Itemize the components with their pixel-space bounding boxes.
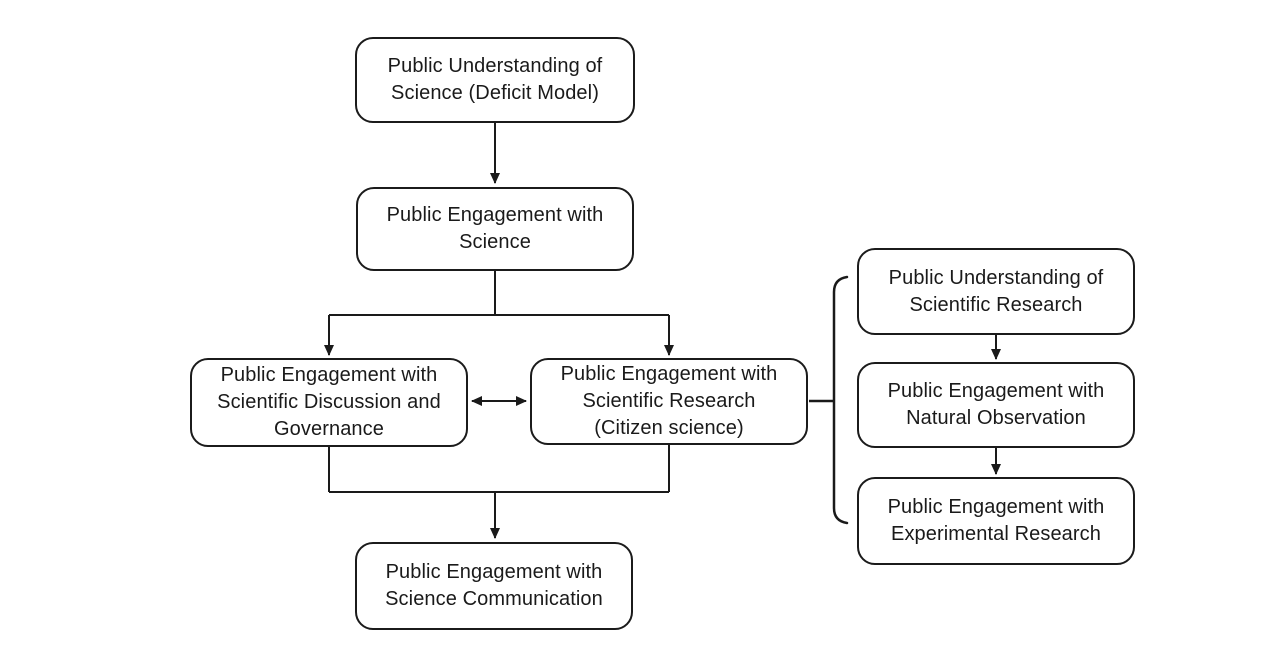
edge-merge-trunk	[328, 445, 670, 493]
node-public-engagement-with-scientific-research: Public Engagement with Scientific Resear…	[530, 358, 808, 445]
node-public-understanding-of-science: Public Understanding of Science (Deficit…	[355, 37, 635, 123]
node-public-engagement-with-science: Public Engagement with Science	[356, 187, 634, 271]
edge-split-trunk	[329, 271, 669, 316]
node-public-engagement-with-scientific-discussion-and-governance: Public Engagement with Scientific Discus…	[190, 358, 468, 447]
node-public-engagement-with-experimental-research: Public Engagement with Experimental Rese…	[857, 477, 1135, 565]
bracket-right-column	[832, 275, 849, 525]
node-public-engagement-with-natural-observation: Public Engagement with Natural Observati…	[857, 362, 1135, 448]
node-public-engagement-with-science-communication: Public Engagement with Science Communica…	[355, 542, 633, 630]
node-public-understanding-of-scientific-research: Public Understanding of Scientific Resea…	[857, 248, 1135, 335]
